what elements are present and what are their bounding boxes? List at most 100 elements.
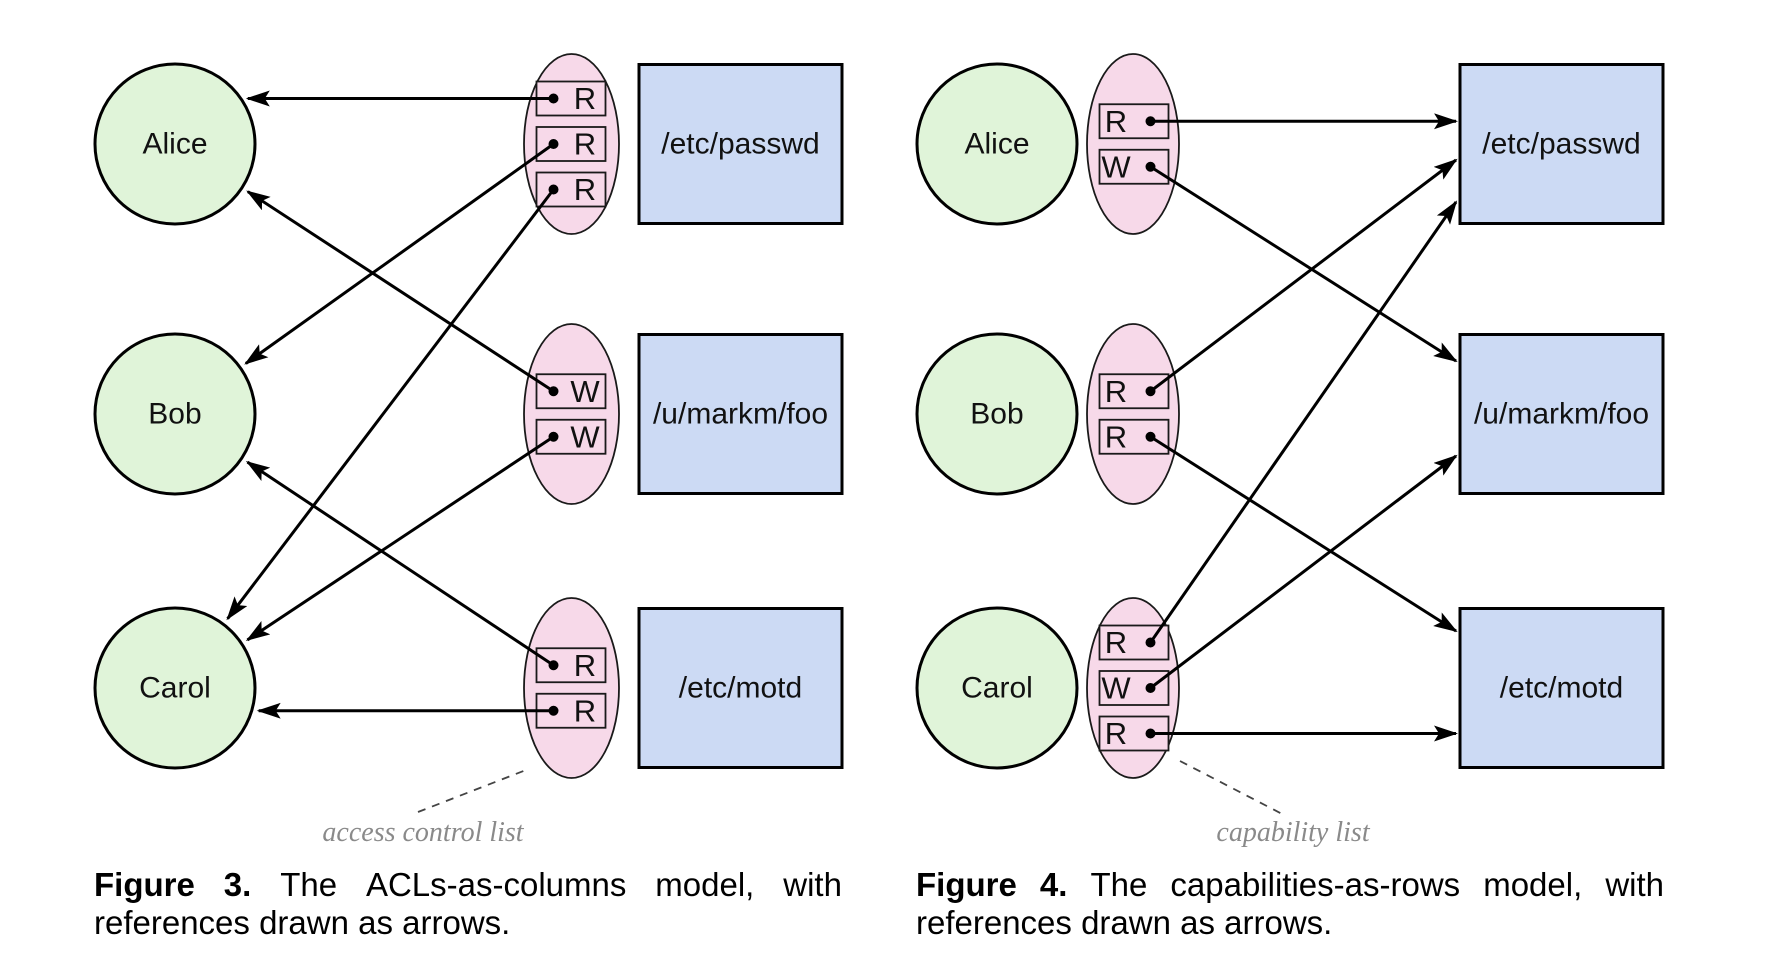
capability-entry-box (1098, 373, 1170, 410)
user-label: Bob (970, 398, 1023, 431)
acl-entry-box (535, 171, 607, 208)
entry-dot (1145, 116, 1156, 127)
file-label: /etc/motd (1500, 672, 1623, 705)
user-circle (93, 332, 257, 496)
file-label: /u/markm/foo (653, 398, 828, 431)
entry-right-letter: W (570, 374, 600, 409)
capability-entry-box (1098, 670, 1170, 706)
figure-3-caption: Figure 3. The ACLs-as-columns model, wit… (94, 866, 842, 942)
entry-dot (1145, 683, 1156, 693)
capability-entry-box (1098, 148, 1170, 185)
entry-right-letter: R (1105, 374, 1127, 409)
caption-word: capabilities-as-rows (1170, 866, 1461, 903)
caption-word: 3. (223, 866, 252, 903)
file-label: /u/markm/foo (1474, 398, 1649, 431)
file-box (637, 333, 844, 495)
acl-entry-box (535, 126, 607, 162)
annotation-leader-line (417, 769, 527, 813)
acl-oval (523, 597, 620, 779)
file-label: /etc/motd (679, 672, 802, 705)
entry-right-letter: R (574, 648, 596, 683)
user-circle (915, 332, 1079, 496)
capability-list-oval (1086, 53, 1180, 235)
entry-dot (548, 139, 559, 149)
reference-arrow (226, 188, 555, 621)
entry-right-letter: W (1101, 671, 1131, 706)
caption-word: The (1090, 866, 1148, 903)
figure-4-caption-line1: Figure 4. The capabilities-as-rows model… (916, 866, 1664, 904)
reference-arrow (245, 460, 555, 667)
entry-dot (1145, 431, 1156, 442)
file-box (1458, 63, 1665, 225)
user-circle (915, 62, 1079, 226)
caption-word: model, (1483, 866, 1583, 903)
caption-word: ACLs-as-columns (365, 866, 627, 903)
caption-word: model, (655, 866, 755, 903)
capability-annotation-label: capability list (1216, 817, 1370, 848)
entry-dot (548, 705, 559, 716)
caption-word: with (783, 866, 842, 903)
acl-entry-box (535, 418, 607, 455)
acl-entry-box (535, 647, 607, 684)
entry-right-letter: R (1105, 716, 1127, 751)
entry-dot (548, 386, 559, 397)
file-box (637, 63, 844, 225)
user-label: Alice (142, 128, 207, 161)
entry-right-letter: R (1105, 419, 1127, 454)
entry-right-letter: R (574, 127, 596, 162)
acl-entry-box (535, 373, 607, 410)
caption-word: 4. (1039, 866, 1068, 903)
user-label: Bob (148, 398, 201, 431)
figure-3-acls-as-columns-diagram: AliceBobCarol/etc/passwd/u/markm/foo/etc… (93, 53, 844, 848)
entry-dot (1145, 637, 1156, 648)
reference-arrow (1149, 435, 1458, 633)
reference-arrow (245, 435, 555, 642)
entry-right-letter: W (570, 419, 600, 454)
file-box (1458, 607, 1665, 769)
user-circle (93, 606, 257, 770)
entry-dot (548, 431, 559, 442)
entry-dot (548, 93, 559, 104)
caption-word: The (280, 866, 338, 903)
user-circle (915, 606, 1079, 770)
user-label: Carol (961, 672, 1033, 705)
entry-right-letter: R (574, 693, 596, 728)
reference-arrow (1149, 200, 1458, 644)
reference-arrow (1149, 454, 1458, 690)
caption-word: Figure (94, 866, 195, 903)
acl-annotation-label: access control list (322, 817, 524, 848)
user-label: Alice (964, 128, 1029, 161)
acl-oval (523, 323, 620, 505)
reference-arrow (1149, 158, 1458, 393)
reference-arrow (244, 142, 555, 365)
figure-4-caption-line2: references drawn as arrows. (916, 904, 1333, 941)
acl-capability-diagrams: AliceBobCarol/etc/passwd/u/markm/foo/etc… (93, 53, 1665, 848)
file-box (637, 607, 844, 769)
reference-arrow (246, 190, 555, 393)
figure-4-caption: Figure 4. The capabilities-as-rows model… (916, 866, 1664, 942)
entry-right-letter: R (574, 172, 596, 207)
capability-list-oval (1086, 323, 1180, 505)
entry-dot (548, 660, 559, 671)
user-label: Carol (139, 672, 211, 705)
entry-dot (1145, 728, 1156, 739)
entry-dot (1145, 161, 1156, 172)
annotation-leader-line (1179, 760, 1287, 817)
figure-3-caption-line1: Figure 3. The ACLs-as-columns model, wit… (94, 866, 842, 904)
entry-right-letter: R (574, 81, 596, 116)
file-box (1458, 333, 1665, 495)
file-label: /etc/passwd (661, 128, 819, 161)
entry-right-letter: W (1101, 149, 1131, 184)
entry-right-letter: R (1105, 625, 1127, 660)
capability-entry-box (1098, 418, 1170, 455)
user-circle (93, 62, 257, 226)
entry-dot (548, 184, 559, 195)
file-label: /etc/passwd (1482, 128, 1640, 161)
figure-3-caption-line2: references drawn as arrows. (94, 904, 511, 941)
entry-right-letter: R (1105, 104, 1127, 139)
caption-word: with (1605, 866, 1664, 903)
caption-word: Figure (916, 866, 1017, 903)
figure-4-capabilities-as-rows-diagram: AliceBobCarol/etc/passwd/u/markm/foo/etc… (915, 53, 1665, 848)
reference-arrow (1149, 165, 1458, 363)
